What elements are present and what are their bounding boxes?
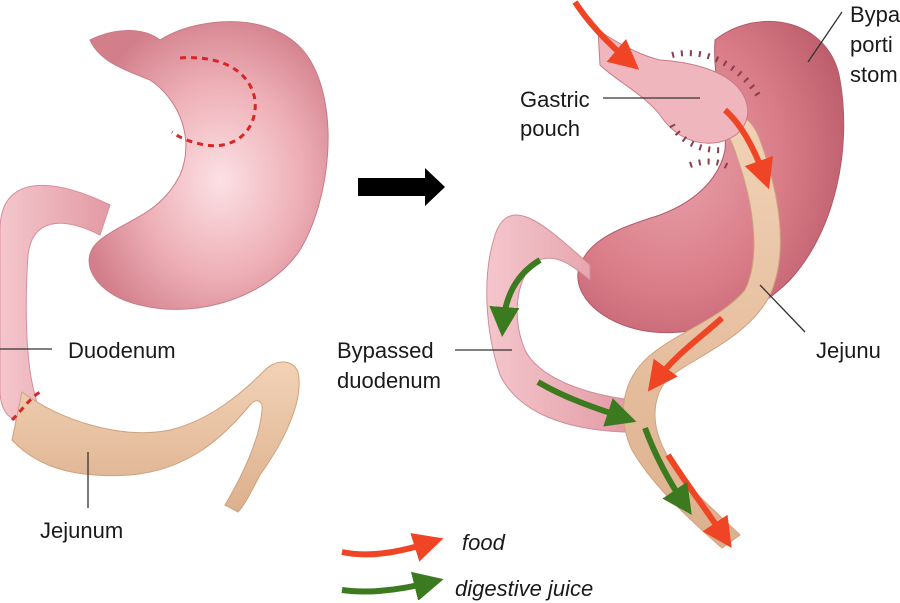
leader-bypassed-stomach bbox=[807, 11, 843, 63]
food-arrow-exit bbox=[665, 453, 732, 548]
label-bypassed-stomach-line2: porti bbox=[850, 32, 893, 57]
left-jejunum bbox=[11, 361, 300, 513]
label-bypassed-stomach-line1: Bypa bbox=[850, 2, 900, 27]
staple-line-lower bbox=[669, 123, 726, 154]
food-arrow-pouch bbox=[722, 107, 774, 190]
left-pouch-cut-line bbox=[171, 56, 257, 148]
left-stomach bbox=[88, 21, 329, 310]
legend-juice-label: digestive juice bbox=[455, 576, 594, 601]
label-gastric-pouch-line2: pouch bbox=[520, 116, 580, 141]
normal-anatomy bbox=[0, 21, 329, 513]
bypass-anatomy bbox=[486, 0, 845, 549]
label-duodenum: Duodenum bbox=[68, 338, 176, 363]
staple-line-upper bbox=[671, 50, 761, 97]
label-gastric-pouch-line1: Gastric bbox=[520, 87, 590, 112]
legend-juice-arrow bbox=[341, 571, 444, 600]
legend-food-label: food bbox=[462, 530, 505, 555]
left-duodenum-cut-line bbox=[10, 390, 41, 422]
label-bypassed-duodenum-line1: Bypassed bbox=[337, 338, 434, 363]
legend-food-arrow bbox=[341, 533, 444, 562]
leader-jejunum-right bbox=[759, 284, 806, 333]
label-jejunum-right: Jejunu bbox=[816, 338, 881, 363]
juice-arrow-duodenum bbox=[489, 257, 542, 337]
food-arrow-entry bbox=[572, 0, 640, 70]
juice-arrow-junction bbox=[536, 379, 637, 427]
food-arrow-jejunum bbox=[647, 315, 725, 392]
label-bypassed-stomach-line3: stom bbox=[850, 62, 898, 87]
label-bypassed-duodenum-line2: duodenum bbox=[337, 368, 441, 393]
label-jejunum-left: Jejunum bbox=[40, 518, 124, 543]
juice-arrow-exit bbox=[642, 426, 692, 515]
transition-arrow bbox=[358, 168, 445, 206]
left-duodenum bbox=[0, 184, 111, 422]
